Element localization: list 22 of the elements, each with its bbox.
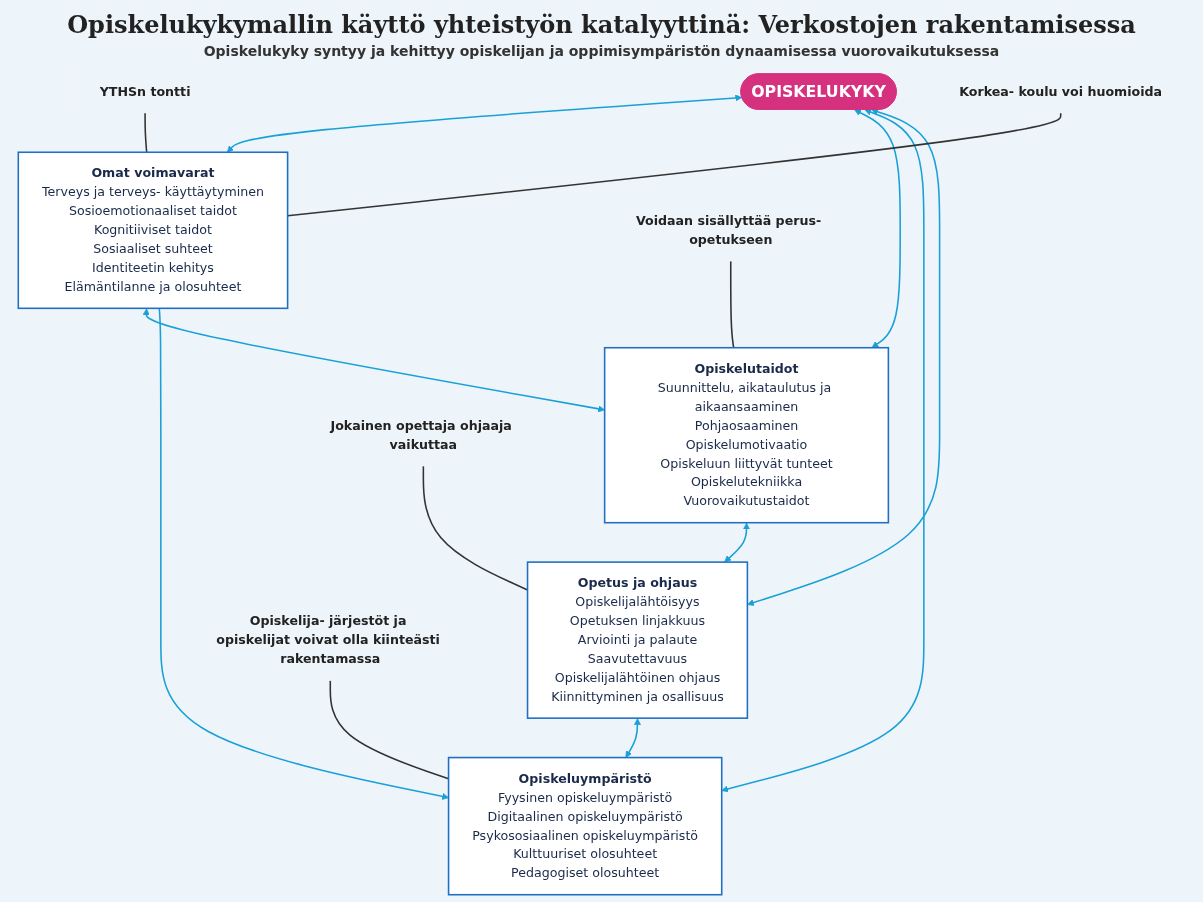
node-text: Voidaan sisällyttää perus- opetukseen xyxy=(635,212,821,247)
arrow xyxy=(624,718,641,758)
arrow xyxy=(226,94,742,153)
node-box: Opiskeluympäristö Fyysinen opiskeluympäristö Digitaalinen opiskeluympäristö Psykososiaalinen opiskeluympäristö Kulttuuriset olosuhteet Pedagogiset olosuhteet xyxy=(447,756,722,896)
arrow xyxy=(853,109,901,349)
node-box: Omat voimavarat Terveys ja terveys- käyttäytyminen Sosioemotionaaliset taidot Kognitiiviset taidot Sosiaaliset suhteet Identiteetin kehitys Elämäntilanne ja olosuhteet xyxy=(17,151,288,310)
subtitle-text: Opiskelukyky syntyy ja kehittyy opiskelijan ja oppimisympäristön dynaamisessa vuorovaikutuksessa xyxy=(203,43,1000,59)
slide-title: Opiskelukykymallin käyttö yhteistyön katalyyttinä: Verkostojen rakentamisessa xyxy=(67,10,1136,39)
node-text: Jokainen opettaja ohjaaja vaikuttaa xyxy=(330,417,512,452)
arrow xyxy=(746,108,940,606)
arrow xyxy=(723,522,750,563)
connector xyxy=(143,112,147,154)
connector xyxy=(329,679,449,780)
node-box: Opetus ja ohjaus Opiskelijalähtöisyys Opetuksen linjakkuus Arviointi ja palaute Saavutettavuus Opiskelijalähtöinen ohjaus Kiinnittyminen ja osallisuus xyxy=(526,561,748,719)
arrow xyxy=(157,307,449,800)
node-text: Opiskelija- järjestöt ja opiskelijat voivat olla kiinteästi rakentamassa xyxy=(215,613,440,667)
node-box: Opiskelutaidot Suunnittelu, aikataulutus ja aikaansaaminen Pohjaosaaminen Opiskelumotivaatio Opiskeluun liittyvät tunteet Opiskelutekniikka Vuorovaikutustaidot xyxy=(603,346,889,524)
node-text: Korkea- koulu voi huomioida xyxy=(958,83,1162,99)
arrow xyxy=(142,308,605,413)
node-text: YTHSn tontti xyxy=(99,83,190,99)
connector xyxy=(422,465,528,591)
connector xyxy=(729,260,734,349)
